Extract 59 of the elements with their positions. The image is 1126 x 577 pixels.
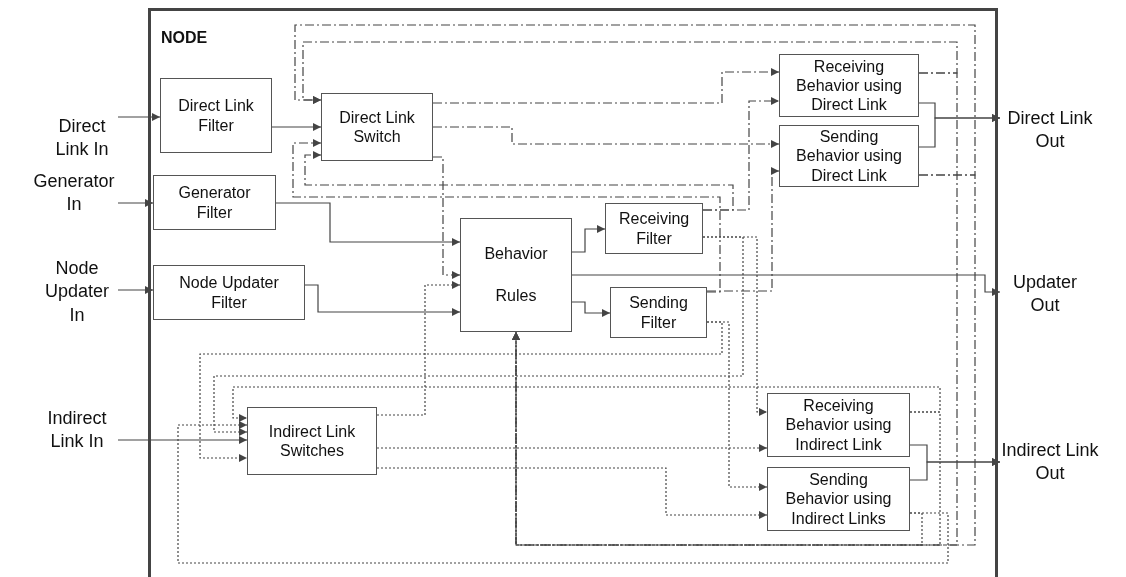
port-label: Indirect Link Out: [1000, 432, 1100, 492]
connector-arrow: [199, 321, 723, 463]
connector-arrow: [213, 236, 744, 437]
connector-arrow: [571, 274, 1001, 297]
connector-arrow: [571, 301, 611, 318]
process-box: [460, 218, 572, 332]
port-label: Direct Link In: [46, 112, 118, 164]
port-label: Generator In: [30, 168, 118, 218]
box-label: Direct Link Switch: [338, 107, 416, 147]
connector-arrow: [117, 112, 161, 122]
connector-arrow: [918, 113, 1001, 148]
port-label: Node Updater In: [36, 256, 118, 328]
connector-arrow: [292, 138, 721, 293]
connector-arrow: [432, 156, 461, 280]
process-box: [767, 467, 910, 531]
connector-arrow: [232, 386, 941, 423]
process-box: [247, 407, 377, 475]
connector-arrow: [909, 457, 1001, 481]
box-label: Indirect Link Switches: [267, 421, 357, 461]
process-box: [160, 78, 272, 153]
connector-arrow: [376, 467, 768, 520]
box-label: Behavior Rules: [483, 244, 549, 306]
port-label: Indirect Link In: [36, 393, 118, 467]
node-boundary: [148, 8, 998, 577]
connector-arrow: [432, 126, 780, 149]
box-label: Receiving Filter: [618, 209, 691, 248]
box-label: Node Updater Filter: [178, 273, 280, 312]
connector-arrow: [304, 284, 461, 317]
connector-arrow: [706, 166, 780, 292]
process-box: [779, 54, 919, 117]
connector-arrow: [304, 150, 734, 211]
process-box: [153, 265, 305, 320]
connector-arrow: [117, 435, 248, 445]
connector-arrow: [571, 224, 606, 253]
box-label: Generator Filter: [177, 183, 252, 222]
box-label: Direct Link Filter: [177, 96, 255, 135]
connector-arrow: [117, 285, 154, 295]
process-box: [153, 175, 276, 230]
connector-arrow: [376, 280, 461, 416]
box-label: Receiving Behavior using Indirect Link: [784, 396, 893, 454]
connector-arrow: [432, 67, 780, 104]
process-box: [605, 203, 703, 254]
connector-arrow: [271, 122, 322, 132]
container-title: NODE: [161, 29, 208, 47]
connector-arrow: [177, 420, 949, 564]
box-label: Receiving Behavior using Direct Link: [795, 56, 903, 115]
connector-arrow: [376, 443, 768, 453]
process-box: [767, 393, 910, 457]
port-label: Direct Link Out: [1000, 100, 1100, 160]
process-box: [610, 287, 707, 338]
process-box: [321, 93, 433, 161]
box-label: Sending Behavior using Indirect Links: [784, 470, 893, 528]
port-label: Updater Out: [1000, 264, 1090, 324]
connector-arrow: [117, 198, 154, 208]
box-label: Sending Behavior using Direct Link: [795, 127, 903, 185]
connector-arrow: [294, 24, 976, 176]
process-box: [779, 125, 919, 187]
connector-arrow: [275, 202, 461, 247]
box-label: Sending Filter: [628, 293, 689, 332]
